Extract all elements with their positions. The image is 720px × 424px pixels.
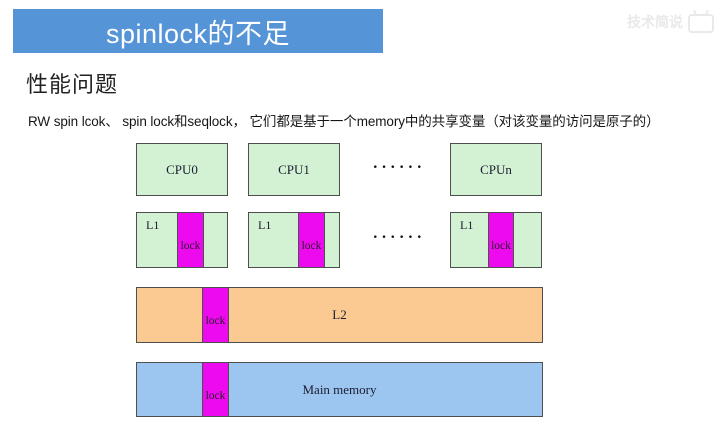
lock-box: lock (202, 287, 229, 343)
l2-cache-box: L2 lock (136, 287, 543, 343)
cpu-box-cpun: CPUn (450, 143, 542, 196)
cpu-label: CPU0 (166, 161, 198, 177)
watermark-text: 技术简说 (627, 13, 683, 30)
section-heading: 性能问题 (26, 72, 119, 97)
watermark: 技术简说 (627, 10, 714, 33)
l1-cache-box: L1 lock (248, 212, 340, 268)
l1-label: L1 (146, 218, 160, 232)
cpu-label: CPU1 (278, 161, 310, 177)
l1-label: L1 (258, 218, 272, 232)
body-text: RW spin lcok、 spin lock和seqlock， 它们都是基于一… (28, 114, 660, 129)
cpu-row-ellipsis: •••••• (372, 163, 426, 173)
l1-cache-box: L1 lock (450, 212, 542, 268)
l2-label: L2 (332, 307, 347, 322)
page-title: spinlock的不足 (105, 18, 291, 49)
l1-label: L1 (460, 218, 474, 232)
lock-box: lock (202, 362, 229, 417)
cpu-box-cpu1: CPU1 (248, 143, 340, 196)
title-banner: spinlock的不足 (13, 9, 383, 53)
bilibili-logo-icon (688, 14, 714, 33)
lock-label: lock (180, 240, 201, 252)
l1-cache-box: L1 lock (136, 212, 228, 268)
cpu-label: CPUn (480, 161, 512, 177)
l1-row-ellipsis: •••••• (372, 233, 426, 243)
lock-box: lock (488, 212, 514, 268)
lock-label: lock (491, 240, 511, 252)
lock-label: lock (205, 389, 226, 402)
main-memory-box: Main memory lock (136, 362, 543, 417)
main-memory-label: Main memory (302, 381, 377, 397)
lock-label: lock (301, 240, 322, 252)
lock-box: lock (177, 212, 204, 268)
lock-label: lock (205, 315, 226, 327)
lock-box: lock (298, 212, 325, 268)
cpu-box-cpu0: CPU0 (136, 143, 228, 196)
